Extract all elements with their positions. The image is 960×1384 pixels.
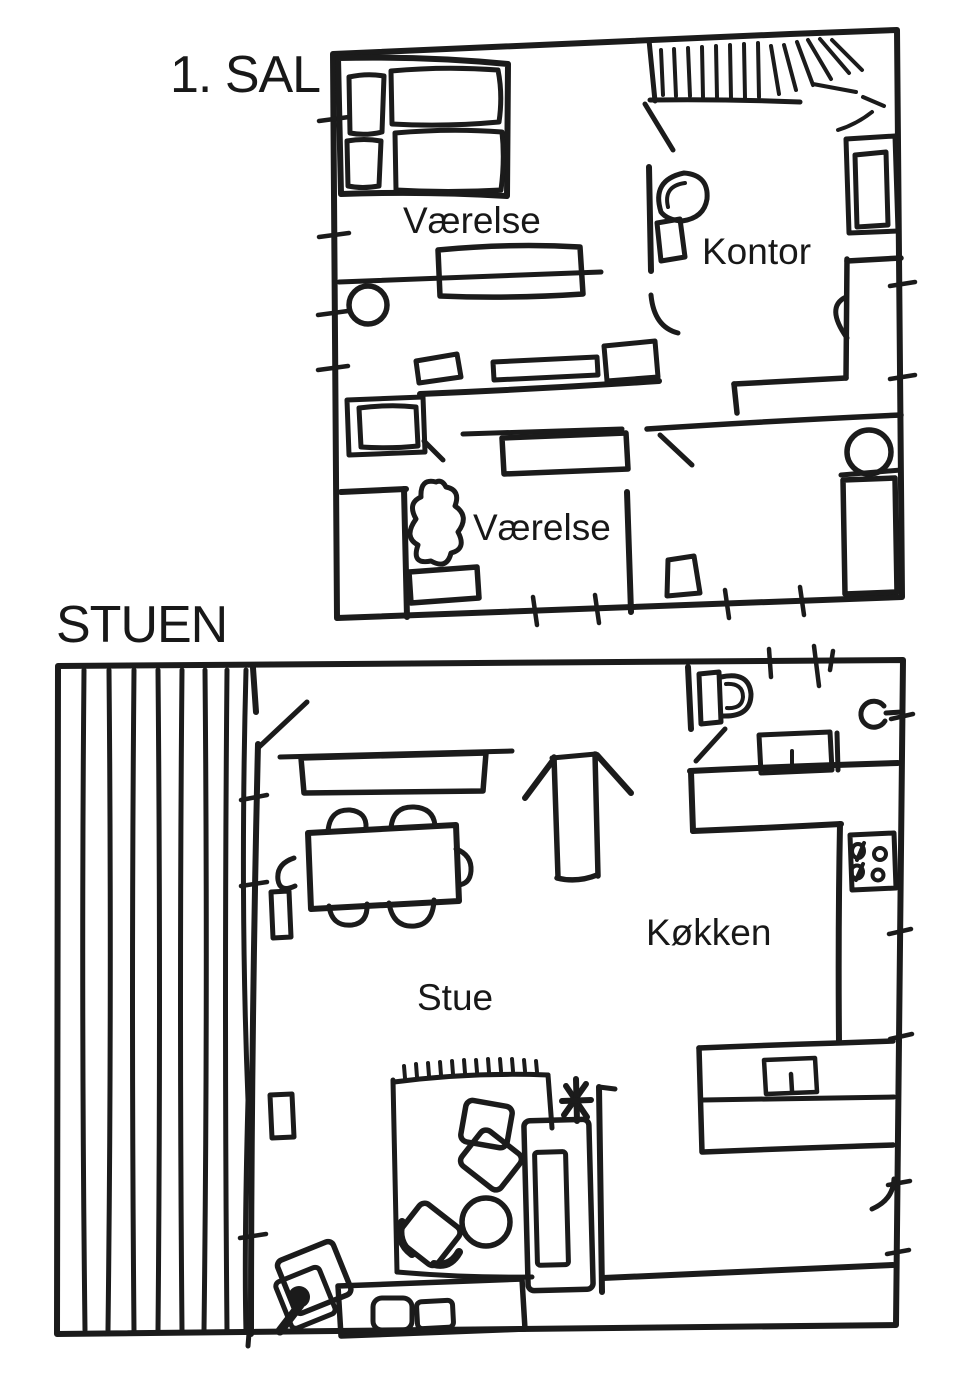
stool-icon [346,283,390,327]
ground-floor-plan: STUEN [54,596,916,1349]
armchair-icon [458,1097,515,1151]
floor-lamp-icon [273,1238,354,1336]
cabinet-icon [601,338,661,384]
sideboard-icon [277,748,515,796]
armchair-icon [457,1127,525,1193]
toilet-icon [696,669,754,727]
cabinet-icon [413,351,464,386]
shelf-rail-line [336,269,604,285]
shower-icon [840,475,900,597]
room-label-kitchen: Køkken [646,912,771,953]
floor-label-first: 1. SAL [170,46,320,104]
radiator-icon [267,1091,297,1141]
door-swing [421,438,446,463]
door-swing [869,1176,897,1212]
tv-bench-icon [335,1276,528,1339]
plant-icon [559,1076,594,1124]
staircase-icon [642,37,886,153]
room-label-office: Kontor [702,231,811,272]
radiator-icon [268,888,294,941]
desk-icon [499,430,631,477]
dining-chair-icon [453,846,474,888]
cabinet-icon [761,1055,820,1097]
kitchen [685,664,905,1212]
interior-wall [338,486,409,495]
dining-chair-icon [388,804,438,831]
living-room-west-wall [237,665,310,1349]
speaker-icon [370,1295,415,1333]
bench-icon [490,354,601,383]
dining-chair-icon [326,901,370,928]
toilet-icon [664,553,703,599]
shelf-icon [406,564,482,606]
bedroom-2 [338,394,631,620]
room-label-bedroom-1: Værelse [403,200,541,241]
rug-fringe [402,1057,539,1080]
interior-wall [624,489,634,615]
floor-label-ground: STUEN [56,596,227,654]
dining-chair-icon [275,855,298,891]
stove-icon [847,830,899,893]
wardrobe-icon [344,394,428,458]
armchair-icon [394,1200,463,1269]
counter-edge [687,760,901,774]
dining-chair-icon [386,897,437,929]
bookshelf-icon [843,133,901,236]
room-label-bedroom-2: Værelse [473,507,611,548]
interior-wall [685,664,694,732]
sofa-icon [521,1116,596,1294]
double-bed-icon [335,54,511,199]
door-swing [648,292,681,336]
door-swing [693,726,728,764]
coffee-table-icon [459,1195,513,1249]
l-desk-icon [644,255,904,432]
hallway-wall [596,1084,896,1295]
interior-wall [646,164,654,274]
interior-wall [401,486,410,620]
corridor-wall [417,378,662,397]
washbasin-icon [844,427,894,477]
wall-ticks [315,114,918,628]
dining-chair-icon [325,807,369,834]
bathroom [624,427,904,615]
door-swing [657,432,695,468]
ground-floor-outline [54,657,906,1337]
terrace-decking [80,667,251,1335]
first-floor-outline [330,27,905,621]
staircase-icon [522,751,634,883]
room-label-living-room: Stue [417,977,493,1018]
dresser-icon [435,242,586,300]
faucet-icon [858,698,905,730]
door-swing [256,699,310,750]
first-floor-plan: 1. SAL [170,27,918,628]
plant-icon [407,478,466,567]
lower-counter-icon [696,1038,897,1155]
dining-table-icon [275,804,474,929]
peninsula-wall [688,769,844,1045]
speaker-icon [414,1297,456,1332]
desk-chair-icon [654,170,710,264]
wall-ticks [766,643,916,1257]
